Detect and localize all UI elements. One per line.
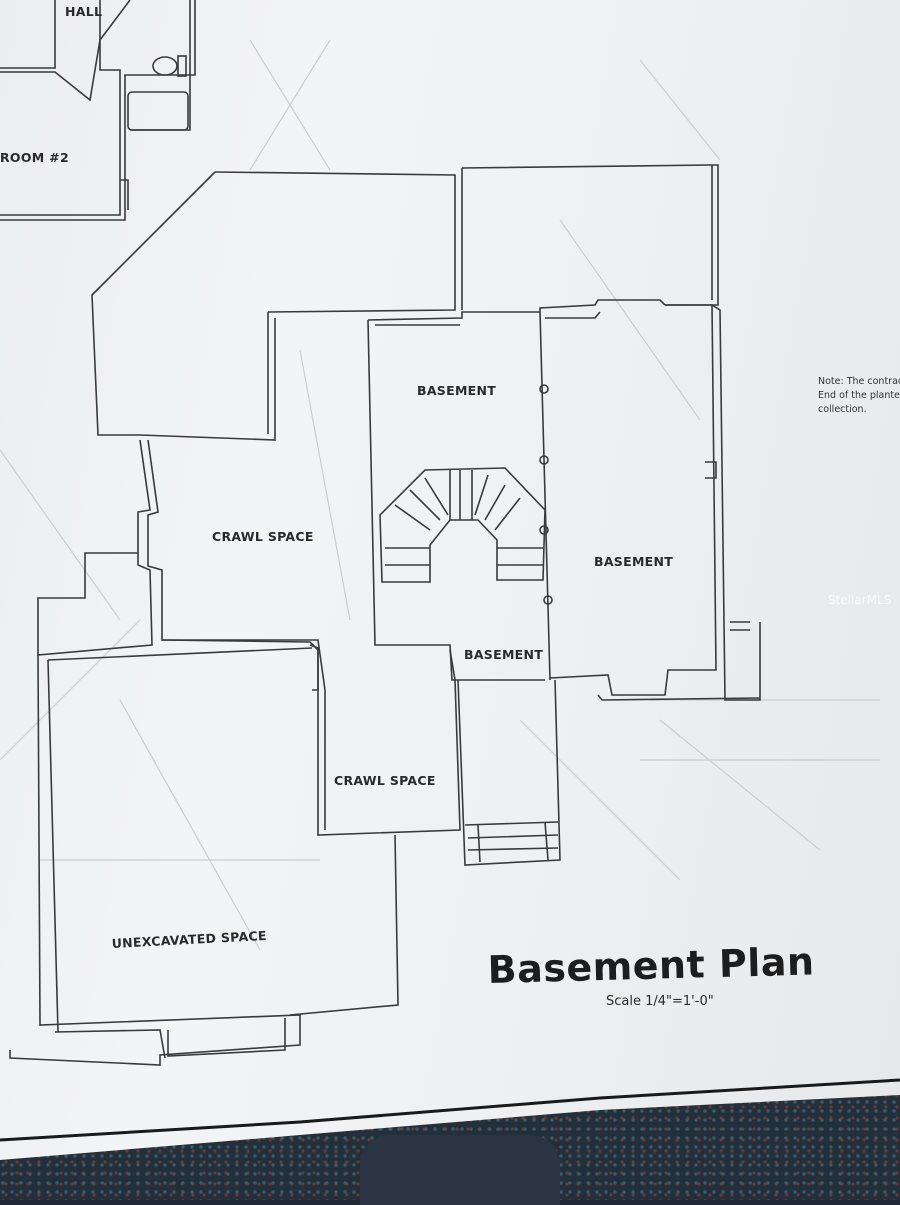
porch-steps [457, 679, 561, 866]
blueprint-sheet: HALL ROOM #2 [0, 0, 900, 1160]
plan-scale: Scale 1/4"=1'-0" [606, 994, 714, 1009]
note-line-2: End of the plante [818, 390, 900, 401]
sheet-border-line [0, 1078, 900, 1142]
room-label-bedroom: ROOM #2 [0, 150, 69, 165]
room-label-unexcavated: UNEXCAVATED SPACE [111, 928, 267, 951]
room-label-crawl-space-upper: CRAWL SPACE [212, 529, 314, 544]
bathtub-icon [127, 91, 189, 131]
upper-floor-fragment [0, 0, 196, 221]
room-label-hall: HALL [65, 4, 102, 19]
note-line-1: Note: The contrac [818, 376, 900, 387]
note-line-3: collection. [818, 404, 867, 415]
bleed-through-lines [0, 39, 880, 951]
plan-title: Basement Plan [487, 939, 815, 992]
room-label-crawl-space-lower: CRAWL SPACE [334, 773, 436, 788]
stellarmls-watermark: StellarMLS [828, 593, 891, 607]
basement-walls [367, 299, 761, 701]
crawl-space-walls [9, 439, 461, 1066]
room-label-basement-bottom: BASEMENT [464, 647, 543, 662]
room-label-basement-top: BASEMENT [417, 383, 496, 398]
toilet-icon [152, 56, 178, 76]
shoe-shadow [360, 1135, 560, 1205]
room-label-basement-right: BASEMENT [594, 554, 673, 569]
support-columns [539, 384, 553, 605]
staircase-icon [379, 467, 546, 583]
outer-walls [91, 164, 719, 441]
